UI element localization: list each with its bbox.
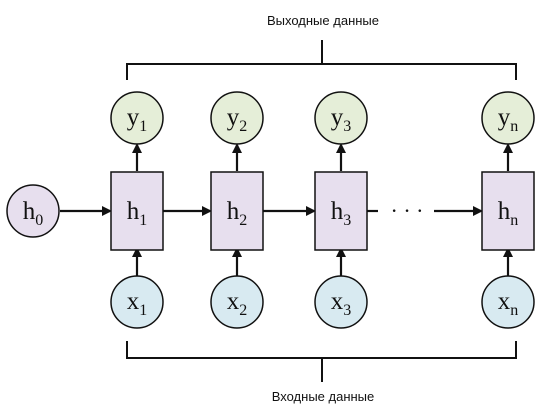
hidden-state-node: h2 xyxy=(210,171,264,251)
output-node: y1 xyxy=(110,91,164,145)
svg-text:yn: yn xyxy=(498,104,519,135)
svg-text:h3: h3 xyxy=(331,198,352,229)
svg-text:h2: h2 xyxy=(227,198,248,229)
svg-text:h1: h1 xyxy=(127,198,148,229)
svg-text:x1: x1 xyxy=(127,288,148,319)
initial-state-node: h0 xyxy=(6,184,60,238)
input-node: xn xyxy=(481,275,535,329)
outputs-caption: Выходные данные xyxy=(267,13,379,28)
svg-text:x2: x2 xyxy=(227,288,248,319)
input-node: x2 xyxy=(210,275,264,329)
ellipsis: · · · xyxy=(391,198,424,223)
output-node: y2 xyxy=(210,91,264,145)
svg-text:y2: y2 xyxy=(227,104,248,135)
time-step-2: y2 h2 x2 xyxy=(210,91,264,329)
output-node: y3 xyxy=(314,91,368,145)
inputs-caption: Входные данные xyxy=(272,389,375,404)
input-node: x3 xyxy=(314,275,368,329)
input-node: x1 xyxy=(110,275,164,329)
svg-text:hn: hn xyxy=(498,198,519,229)
svg-text:y3: y3 xyxy=(331,104,352,135)
hidden-state-node: h3 xyxy=(314,171,368,251)
time-step-n: yn hn xn xyxy=(481,91,535,329)
time-step-1: y1 h1 x1 xyxy=(110,91,164,329)
time-step-3: y3 h3 x3 xyxy=(314,91,368,329)
hidden-state-node: h1 xyxy=(110,171,164,251)
inputs-bracket xyxy=(126,341,517,382)
svg-text:x3: x3 xyxy=(331,288,352,319)
svg-text:xn: xn xyxy=(498,288,519,319)
hidden-state-node: hn xyxy=(481,171,535,251)
svg-text:h0: h0 xyxy=(23,198,44,229)
svg-text:y1: y1 xyxy=(127,104,148,135)
output-node: yn xyxy=(481,91,535,145)
outputs-bracket xyxy=(126,40,517,80)
